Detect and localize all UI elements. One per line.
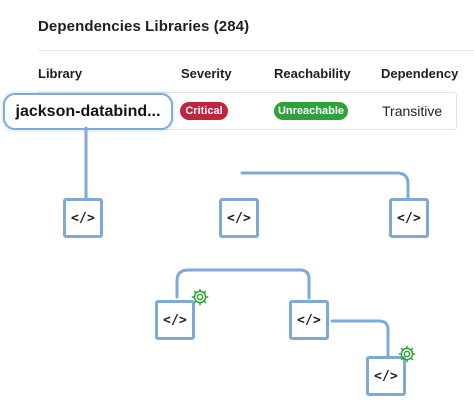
column-header-dependency[interactable]: Dependency xyxy=(381,66,459,81)
dependency-node-2[interactable]: </> xyxy=(219,198,259,238)
code-icon: </> xyxy=(226,210,252,226)
section-title: Dependencies Libraries (284) xyxy=(38,18,250,35)
dependency-type: Transitive xyxy=(382,103,443,119)
severity-badge: Critical xyxy=(180,102,228,120)
column-header-reachability[interactable]: Reachability xyxy=(274,66,351,81)
reachability-badge: Unreachable xyxy=(274,102,348,120)
code-icon: </> xyxy=(396,210,422,226)
header-divider xyxy=(38,50,474,51)
dependency-node-6[interactable]: </> xyxy=(366,356,406,396)
code-icon: </> xyxy=(162,312,188,328)
library-name-pill[interactable]: jackson-databind... xyxy=(3,93,173,130)
code-icon: </> xyxy=(373,368,399,384)
dependency-node-4[interactable]: </> xyxy=(155,300,195,340)
column-header-severity[interactable]: Severity xyxy=(181,66,232,81)
dependency-node-3[interactable]: </> xyxy=(389,198,429,238)
code-icon: </> xyxy=(296,312,322,328)
dependency-node-5[interactable]: </> xyxy=(289,300,329,340)
column-header-library[interactable]: Library xyxy=(38,66,83,81)
dependency-node-1[interactable]: </> xyxy=(63,198,103,238)
connector-top-branch xyxy=(240,171,410,200)
gear-icon xyxy=(398,345,416,363)
connector-lower-branch xyxy=(330,319,390,357)
gear-icon xyxy=(191,288,209,306)
code-icon: </> xyxy=(70,210,96,226)
